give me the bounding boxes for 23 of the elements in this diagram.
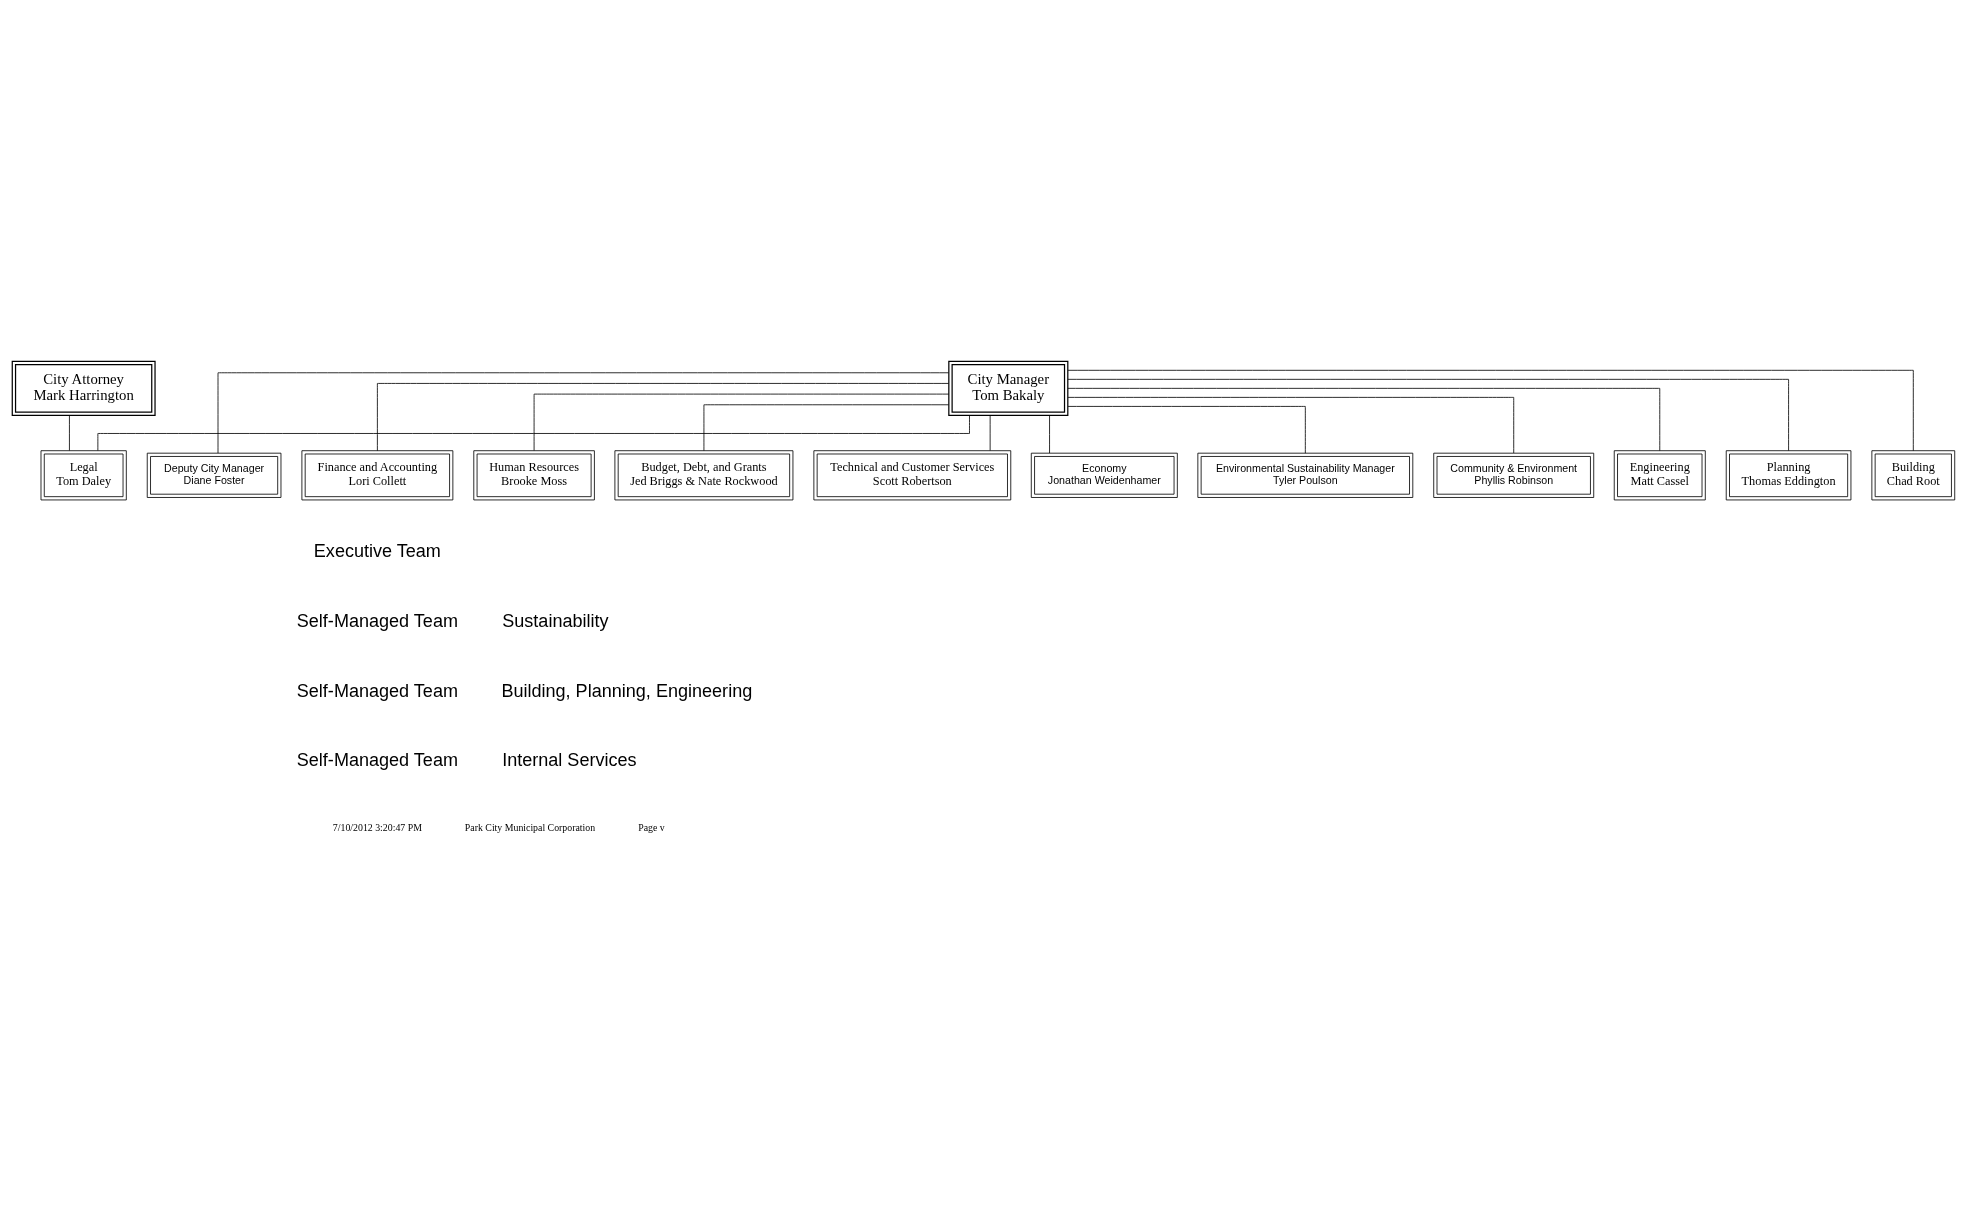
label: Internal Services [502, 750, 637, 771]
label: Self-Managed Team [296, 680, 458, 701]
connector [989, 415, 991, 451]
label: 7/10/2012 3:20:47 PM [332, 822, 422, 834]
label: Self-Managed Team [296, 610, 458, 631]
label: Sustainability [502, 610, 609, 631]
connector [69, 415, 70, 451]
connector [703, 404, 949, 452]
connector [97, 415, 970, 451]
connector [1067, 378, 1789, 452]
connector [1067, 369, 1914, 452]
connector [1067, 396, 1515, 454]
connector [533, 393, 950, 451]
connector [217, 372, 949, 454]
connector [1067, 406, 1306, 454]
connector [1049, 415, 1050, 454]
connector [376, 383, 950, 452]
label: Page v [638, 822, 665, 834]
label: Executive Team [313, 541, 441, 562]
label: Building, Planning, Engineering [501, 680, 753, 701]
connector [1067, 387, 1661, 452]
label: Park City Municipal Corporation [464, 822, 596, 834]
label: Self-Managed Team [296, 750, 458, 771]
